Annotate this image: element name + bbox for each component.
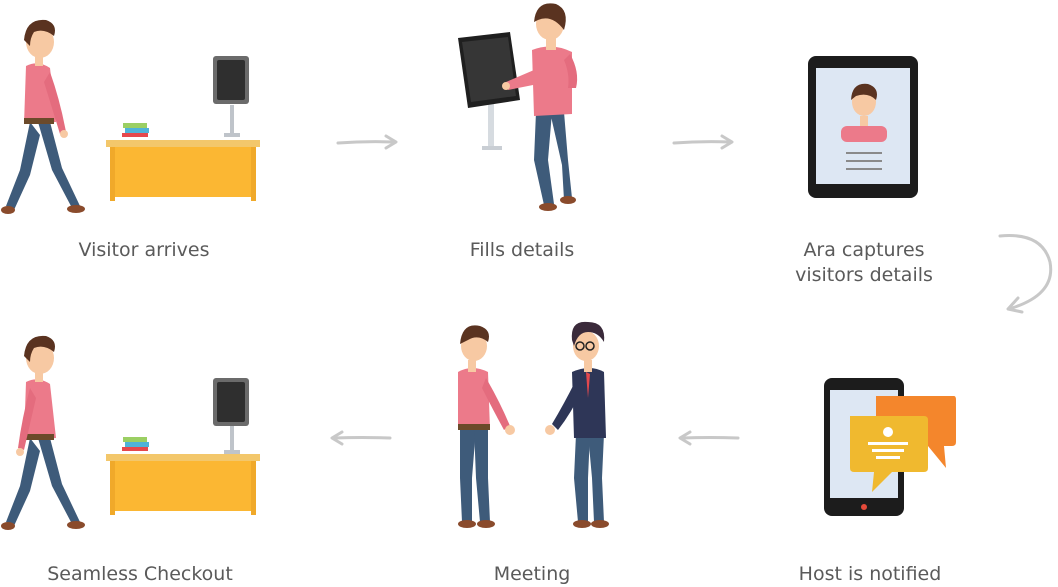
step-label-ara-captures-line1: Ara captures	[803, 239, 925, 261]
walking-man-icon	[1, 335, 85, 530]
step-label-ara-captures-line2: visitors details	[795, 264, 933, 286]
man-pink-shirt-icon	[458, 325, 515, 528]
reception-desk-icon	[106, 378, 260, 515]
step-fills-details-illustration	[458, 3, 578, 211]
arrow-icon	[336, 134, 398, 150]
step-seamless-checkout-illustration	[1, 335, 260, 530]
step-label-fills-details: Fills details	[469, 239, 575, 261]
step-label-visitor-arrives: Visitor arrives	[78, 239, 210, 261]
step-label-meeting: Meeting	[493, 563, 571, 585]
handshake-icon	[458, 321, 609, 528]
arrow-icon	[672, 134, 734, 150]
phone-notification-icon	[824, 378, 956, 516]
man-suit-icon	[545, 321, 609, 528]
kiosk-icon	[458, 32, 520, 150]
step-label-host-notified: Host is notified	[798, 563, 942, 585]
arrow-icon	[998, 234, 1053, 314]
tablet-profile-icon	[808, 56, 918, 198]
walking-man-icon	[502, 3, 578, 211]
arrow-icon	[330, 430, 392, 446]
walking-man-icon	[1, 19, 85, 214]
reception-desk-icon	[106, 56, 260, 201]
arrow-icon	[678, 430, 740, 446]
step-label-ara-captures: Ara captures visitors details	[764, 238, 964, 288]
step-label-seamless-checkout: Seamless Checkout	[47, 563, 233, 585]
step-visitor-arrives-illustration	[1, 19, 260, 214]
